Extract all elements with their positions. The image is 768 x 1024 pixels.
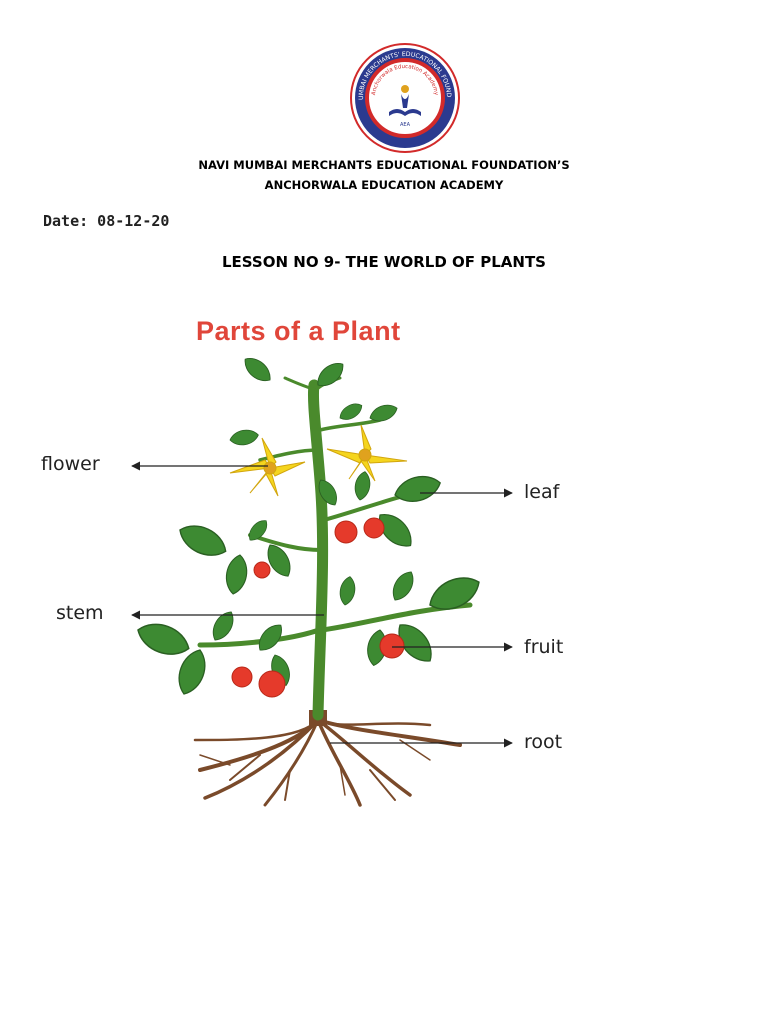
plant-diagram: Parts of a Plant <box>0 300 768 820</box>
school-logo: NAVI MUMBAI MERCHANTS' EDUCATIONAL FOUND… <box>349 42 460 153</box>
root-system <box>193 718 462 807</box>
label-stem: stem <box>56 602 104 624</box>
org-name-line1: NAVI MUMBAI MERCHANTS EDUCATIONAL FOUNDA… <box>198 158 570 172</box>
lesson-title: LESSON NO 9- THE WORLD OF PLANTS <box>222 253 546 271</box>
label-fruit: fruit <box>524 636 564 658</box>
plant-illustration <box>131 352 513 807</box>
label-leaf: leaf <box>524 481 560 503</box>
logo-initials: AEA <box>400 122 411 128</box>
fruits <box>231 517 405 698</box>
emblem-figure-icon <box>389 85 421 116</box>
stem <box>197 376 473 721</box>
flowers <box>229 424 408 497</box>
pointer-arrows <box>131 461 513 748</box>
label-root: root <box>524 731 563 753</box>
org-name-line2: ANCHORWALA EDUCATION ACADEMY <box>264 178 504 192</box>
diagram-title: Parts of a Plant <box>196 316 401 346</box>
label-flower: flower <box>41 453 100 475</box>
date-text: Date: 08-12-20 <box>43 212 170 230</box>
